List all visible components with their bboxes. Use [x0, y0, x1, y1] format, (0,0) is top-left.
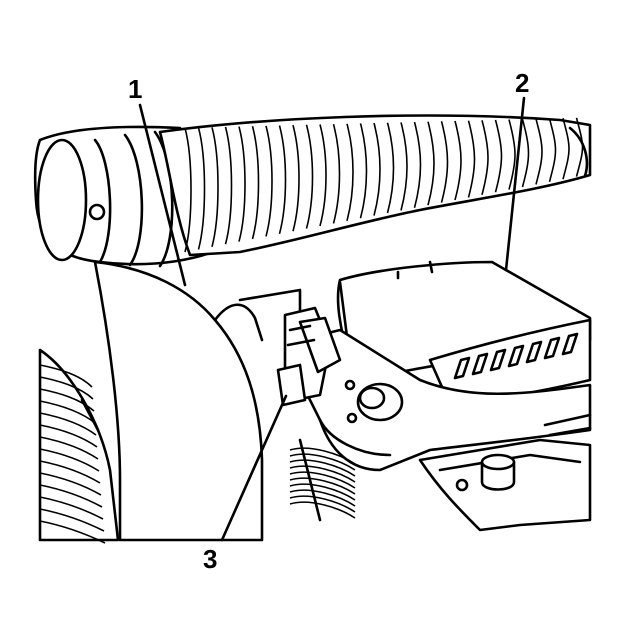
leader-lines — [138, 96, 526, 542]
callout-2: 2 — [515, 68, 529, 98]
base-plate — [418, 413, 592, 532]
leader-line-2 — [504, 96, 526, 272]
leader-line-1 — [138, 103, 187, 287]
callout-1: 1 — [128, 74, 142, 104]
corrugated-hose — [158, 114, 592, 257]
lower-left-hose — [38, 348, 120, 544]
curved-panel — [93, 260, 302, 542]
callout-3: 3 — [203, 544, 217, 574]
leader-line-3 — [220, 394, 288, 542]
coil-spring — [289, 438, 356, 522]
sensor-connector — [276, 306, 342, 407]
electronic-module — [336, 260, 592, 407]
